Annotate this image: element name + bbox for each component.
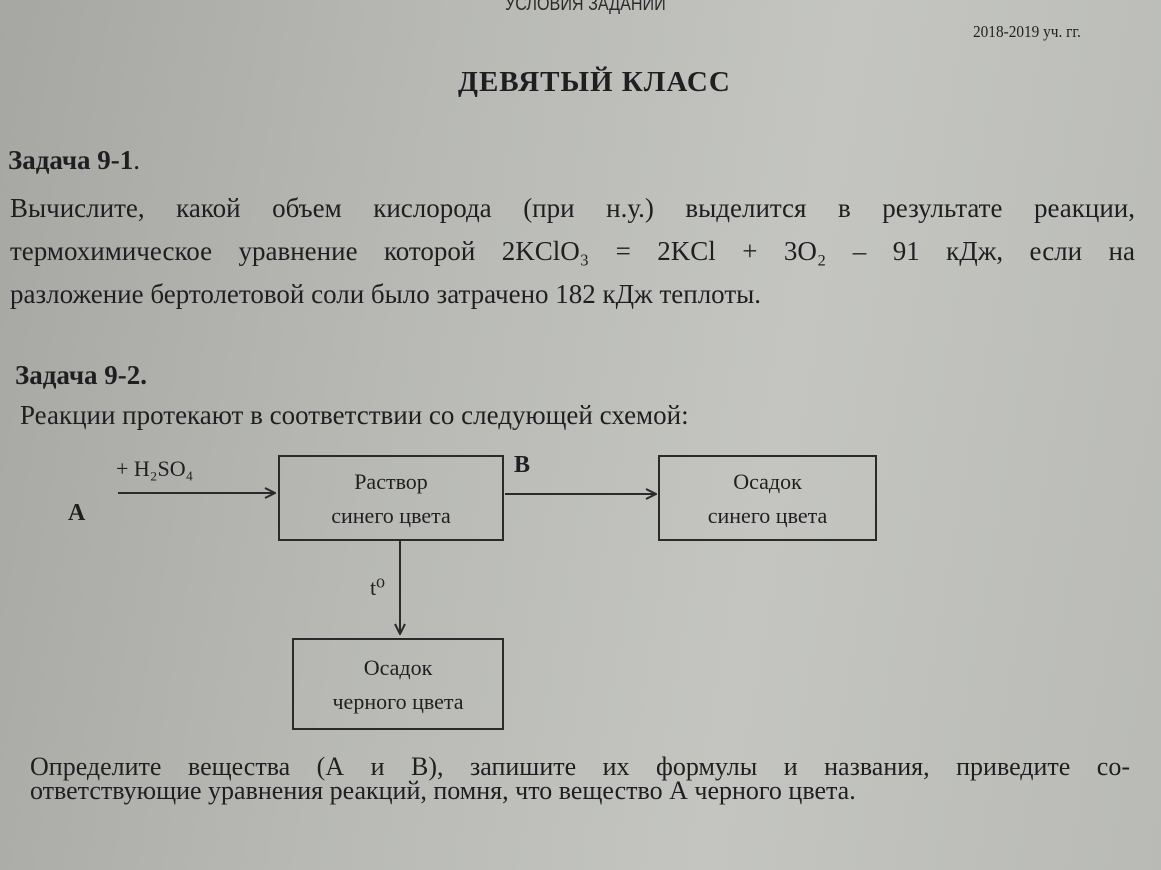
box3-line-2: черного цвета xyxy=(332,689,464,714)
task2-intro: Реакции протекают в соответствии со след… xyxy=(20,400,689,430)
task1-heading-dot: . xyxy=(133,145,141,175)
task1-heading-text: Задача 9-1 xyxy=(8,145,134,175)
substance-a-label: А xyxy=(68,500,86,526)
box-blue-precipitate: Осадок синего цвета xyxy=(658,455,877,541)
box1-line-1: Раствор xyxy=(354,469,428,494)
box3-line-1: Осадок xyxy=(363,655,433,680)
task1-line-2: термохимическое уравнение которой 2KClO₃… xyxy=(10,236,1135,266)
box2-line-2: синего цвета xyxy=(707,503,828,528)
page-title: ДЕВЯТЫЙ КЛАСС xyxy=(458,66,731,98)
reagent-label: + H₂SO₄ xyxy=(116,456,194,481)
box-black-precipitate: Осадок черного цвета xyxy=(292,638,504,730)
question-line-2: ответствующие уравнения реакций, помня, … xyxy=(30,776,856,805)
running-header: УСЛОВИЯ ЗАДАНИЙ xyxy=(505,0,666,15)
heat-label: t⁰ xyxy=(370,575,385,600)
task1-heading: Задача 9-1. xyxy=(8,145,140,176)
box1-line-2: синего цвета xyxy=(331,503,451,528)
question-line-1: Определите вещества (А и В), запишите их… xyxy=(30,752,1130,781)
box-blue-solution: Раствор синего цвета xyxy=(278,455,504,541)
academic-year: 2018-2019 уч. гг. xyxy=(973,22,1081,41)
substance-b-label: В xyxy=(514,452,531,478)
task2-heading: Задача 9-2. xyxy=(15,360,148,390)
box2-line-1: Осадок xyxy=(733,469,802,494)
task1-line-1: Вычислите, какой объем кислорода (при н.… xyxy=(10,193,1135,223)
task1-line-3: разложение бертолетовой соли было затрач… xyxy=(10,279,762,309)
